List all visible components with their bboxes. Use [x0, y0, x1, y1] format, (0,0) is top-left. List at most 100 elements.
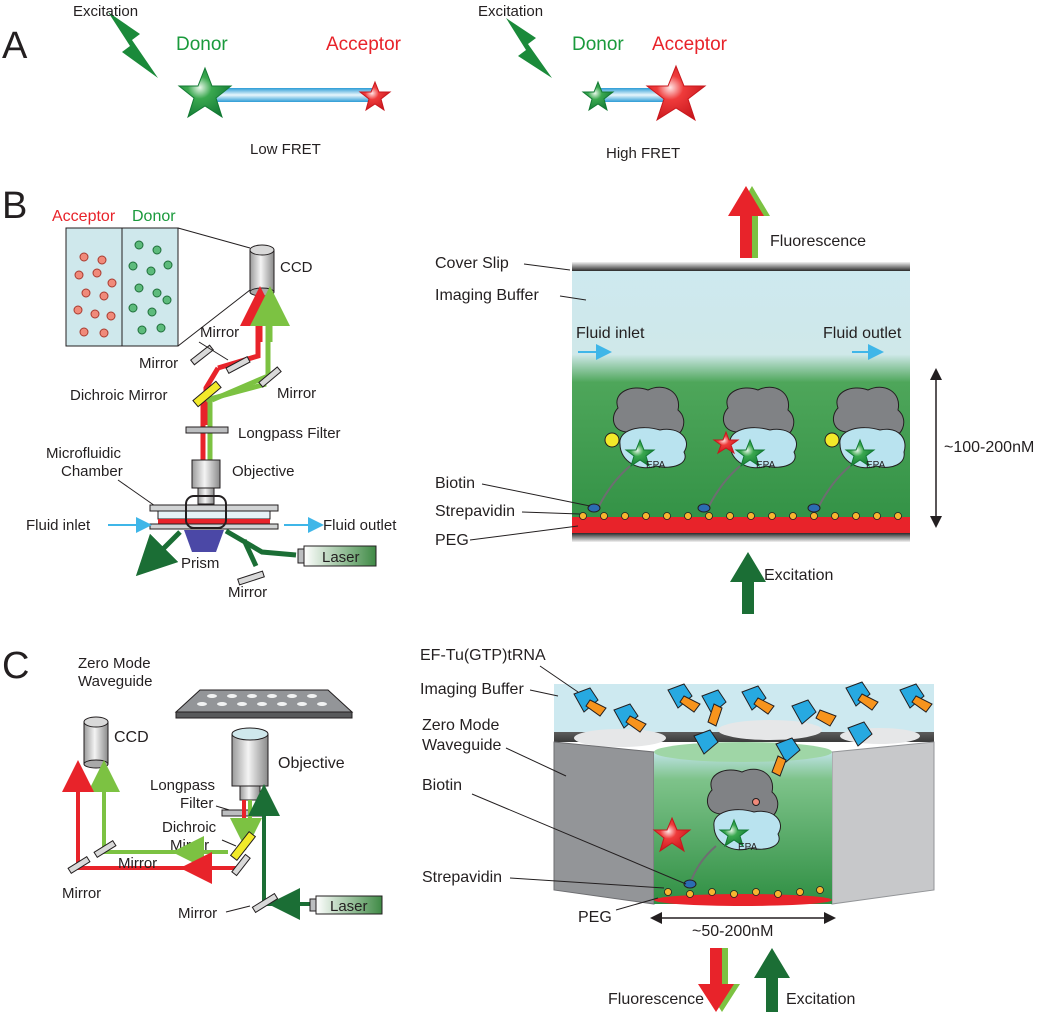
donor-label: Donor — [176, 34, 228, 55]
mrna-tether — [817, 465, 851, 509]
mirror-bottom — [251, 892, 279, 914]
panel-letter-b: B — [2, 185, 27, 227]
zmw-wall-right — [831, 741, 935, 905]
fluorescence-label: Fluorescence — [770, 233, 866, 250]
acceptor-label: Acceptor — [652, 34, 728, 55]
excitation-beam — [224, 528, 297, 558]
leader-line — [615, 897, 659, 911]
laser-label: Laser — [322, 549, 360, 566]
excitation-label: Excitation — [478, 3, 543, 20]
site-label: EPA — [646, 460, 666, 471]
ribosome-complex: EPA — [587, 386, 687, 513]
ccd-camera-icon — [249, 244, 275, 297]
biotin-icon — [807, 503, 821, 513]
zmw-well-schematic: EPA Fluorescence — [420, 647, 935, 1012]
low-fret-diagram: Excitation Donor Acceptor Low FRET — [73, 3, 402, 158]
acceptor-emission-beam — [203, 366, 221, 425]
objective-label: Objective — [232, 463, 295, 480]
height-label: ~100-200nM — [944, 439, 1034, 456]
mirror-label: Mirror — [277, 385, 316, 402]
leader-line — [509, 877, 665, 889]
site-label: EPA — [866, 460, 886, 471]
zmw-wall-left — [553, 741, 655, 905]
peg-layer — [572, 517, 910, 533]
laser-aperture — [309, 898, 317, 912]
mirror-bottom — [237, 570, 265, 586]
longpass-label-line2: Filter — [180, 795, 213, 812]
site-label: EPA — [756, 460, 776, 471]
mirror-label: Mirror — [228, 584, 267, 601]
leader-line — [469, 525, 579, 541]
high-fret-diagram: Excitation Donor Acceptor High FRET — [478, 3, 728, 162]
mirror-right — [258, 366, 282, 388]
mirror-label: Mirror — [62, 885, 101, 902]
excitation-beam — [262, 802, 310, 906]
mrna-tether — [597, 465, 631, 509]
site-label: EPA — [738, 842, 758, 853]
dichroic-mirror-label: Dichroic Mirror — [70, 387, 168, 404]
excitation-beam — [241, 538, 259, 568]
mirror-upper-left — [189, 344, 215, 366]
dichroic-mirror — [229, 831, 257, 861]
donor-star-icon — [581, 80, 615, 112]
ribosome-complex: EPA — [683, 768, 781, 889]
zmw-label-line1: Zero Mode — [78, 655, 151, 672]
acceptor-label: Acceptor — [326, 34, 402, 55]
width-label: ~50-200nM — [692, 923, 773, 940]
acceptor-spots — [73, 252, 117, 338]
high-fret-caption: High FRET — [606, 145, 680, 162]
leader-line — [529, 689, 559, 697]
fret-linker — [212, 88, 372, 102]
donor-star-icon — [734, 438, 766, 468]
leader-line — [481, 483, 591, 507]
inset-pointer — [177, 227, 251, 249]
acceptor-channel-label: Acceptor — [52, 208, 116, 225]
panel-letter-a: A — [2, 25, 28, 67]
donor-star-icon — [177, 66, 233, 119]
fluorescence-arrow-red — [728, 186, 764, 258]
acceptor-star-icon — [645, 64, 707, 122]
laser-label: Laser — [330, 898, 368, 915]
longpass-label-line1: Longpass — [150, 777, 215, 794]
mirror-label: Mirror — [200, 324, 239, 341]
longpass-filter — [185, 426, 229, 434]
ccd-label: CCD — [280, 259, 313, 276]
mrna-tether — [707, 465, 741, 509]
ribosome-complex: EPA — [697, 386, 797, 513]
biotin-label: Biotin — [422, 777, 462, 794]
panel-b: B Acceptor Donor — [2, 185, 1034, 614]
donor-star-icon — [844, 438, 876, 468]
cover-slip — [572, 262, 910, 271]
chamber-label-line1: Microfluidic — [46, 445, 122, 462]
leader-line — [505, 747, 567, 777]
prism-icon — [184, 530, 224, 552]
acceptor-star-icon — [652, 816, 692, 853]
biotin-label: Biotin — [435, 475, 475, 492]
zmw-label-line2: Waveguide — [78, 673, 153, 690]
leader-line — [225, 905, 251, 913]
mirror-label: Mirror — [178, 905, 217, 922]
donor-star-icon — [624, 438, 656, 468]
chamber-label-line2: Chamber — [61, 463, 123, 480]
leader-line — [539, 665, 579, 693]
longpass-filter-label: Longpass Filter — [238, 425, 341, 442]
zmw-label-line2: Waveguide — [422, 737, 502, 754]
biotin-icon — [683, 879, 697, 889]
fluid-outlet-label: Fluid outlet — [823, 325, 902, 342]
biotin-icon — [587, 503, 601, 513]
donor-channel-label: Donor — [132, 208, 176, 225]
zmw-label-line1: Zero Mode — [422, 717, 499, 734]
strepavidin-label: Strepavidin — [435, 503, 515, 520]
excitation-arrow — [730, 552, 766, 614]
peg-label: PEG — [435, 532, 469, 549]
ribosome-complex: EPA — [807, 386, 906, 513]
acceptor-star-icon — [358, 80, 392, 112]
leader-line — [198, 341, 229, 361]
peg-layer — [654, 894, 832, 906]
biotin-icon — [697, 503, 711, 513]
bottom-slide — [572, 533, 910, 542]
inset-pointer — [177, 289, 251, 347]
leader-line — [471, 793, 687, 885]
zmw-hole — [574, 729, 666, 747]
ccd-label: CCD — [114, 729, 149, 746]
